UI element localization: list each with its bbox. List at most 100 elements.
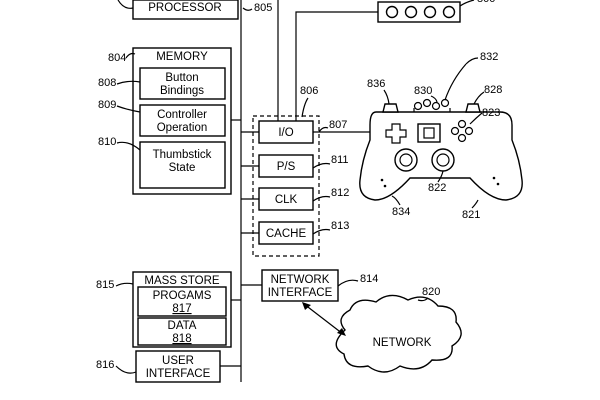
io-wire-lightbar — [295, 11, 378, 121]
button-bindings-line2: Bindings — [160, 85, 204, 97]
io-label: I/O — [278, 127, 293, 139]
bus-ref-leader — [242, 7, 253, 11]
light-bar-led-2 — [404, 5, 418, 19]
ref-815-leader — [115, 282, 134, 287]
touchpad-icon — [417, 123, 441, 143]
clk-ref-leader — [312, 195, 331, 202]
ref-836-leader — [383, 89, 390, 105]
ref-814-leader — [337, 279, 359, 287]
data-ref: 818 — [172, 333, 191, 345]
ref-822-leader — [437, 170, 444, 183]
mass-store-ref: 815 — [96, 279, 114, 291]
controller-top-right-ref: 832 — [480, 51, 498, 63]
ref-834-leader — [391, 195, 401, 206]
button-bindings-ref: 808 — [98, 77, 116, 89]
memory-ref: 804 — [108, 52, 126, 64]
touchpad-inner — [423, 127, 435, 139]
light-bar-ref: 800 — [477, 0, 495, 5]
light-bar-led-3 — [423, 5, 437, 19]
programs-block — [137, 286, 227, 317]
ref-816-leader — [115, 365, 137, 374]
grip-dot — [383, 184, 387, 188]
button-bindings-line1: Button — [165, 72, 198, 84]
dpad-icon — [385, 123, 407, 144]
thumbstick-left-ref: 834 — [392, 206, 410, 218]
network-interface-ref: 814 — [360, 273, 378, 285]
face-button-right — [464, 126, 474, 136]
clk-ref: 812 — [331, 187, 349, 199]
ref-820-leader — [417, 297, 429, 302]
io-ref-leader — [318, 126, 329, 133]
thumbstick-right-inner — [436, 153, 450, 167]
processor-block — [132, 0, 239, 20]
light-bar-ref-leader — [459, 0, 475, 7]
controller-operation-ref: 809 — [98, 99, 116, 111]
ref-823-leader — [469, 112, 483, 125]
light-bar-block — [377, 1, 461, 23]
cache-label: CACHE — [266, 228, 307, 240]
programs-ref: 817 — [172, 303, 191, 315]
programs-label: PROGAMS — [153, 290, 212, 302]
cache-ref-leader — [312, 228, 331, 235]
grip-dot — [380, 178, 384, 182]
button-bindings-leader — [116, 80, 141, 85]
network-interface-line2: INTERFACE — [268, 287, 333, 299]
memory-ref-leader — [125, 52, 136, 59]
arrowhead-down — [337, 328, 346, 336]
grip-dot — [496, 182, 500, 186]
top-indicator — [422, 98, 432, 108]
thumbstick-state-ref: 810 — [98, 136, 116, 148]
user-interface-line1: USER — [162, 355, 194, 367]
network-interface-line1: NETWORK — [271, 274, 330, 286]
face-button-left — [450, 126, 460, 136]
controller-operation-block — [139, 104, 226, 137]
controller-operation-line2: Operation — [157, 122, 208, 134]
mass-store-label: MASS STORE — [144, 275, 220, 287]
thumbstick-right — [431, 148, 455, 172]
thumbstick-state-block — [139, 141, 226, 189]
controller-operation-line1: Controller — [157, 109, 207, 121]
bus-ref: 805 — [254, 2, 272, 14]
thumbstick-left — [394, 148, 418, 172]
network-cloud — [335, 294, 462, 373]
top-indicator-stems — [413, 108, 451, 112]
light-bar-led-1 — [385, 5, 399, 19]
thumbstick-state-leader — [116, 141, 141, 151]
top-indicator — [431, 101, 441, 111]
left-shoulder-button — [382, 103, 399, 113]
face-button-bottom — [457, 133, 467, 143]
network-label: NETWORK — [373, 337, 432, 349]
processor-label: PROCESSOR — [148, 2, 222, 14]
controller-center-ref: 830 — [414, 85, 432, 97]
network-link — [303, 303, 344, 335]
support-ref: 806 — [300, 85, 318, 97]
network-ref: 820 — [422, 286, 440, 298]
game-controller — [359, 63, 523, 201]
data-block — [137, 317, 227, 346]
clk-label: CLK — [275, 194, 298, 206]
right-shoulder-button — [465, 103, 481, 113]
controller-face-buttons-ref: 823 — [482, 107, 500, 119]
arrowhead-up — [302, 302, 311, 310]
user-interface-block — [135, 350, 221, 383]
data-label: DATA — [168, 320, 197, 332]
top-indicator — [413, 101, 423, 111]
light-bar-led-4 — [442, 5, 456, 19]
cache-ref: 813 — [331, 220, 349, 232]
thumbstick-left-inner — [399, 153, 413, 167]
network-interface-block — [261, 269, 339, 302]
top-indicator — [440, 98, 450, 108]
io-ref: 807 — [329, 119, 347, 131]
thumbstick-right-ref: 822 — [428, 182, 446, 194]
ref-821-leader — [471, 199, 479, 209]
ps-ref-leader — [312, 162, 331, 169]
support-ref-leader — [301, 97, 309, 118]
memory-label: MEMORY — [156, 51, 208, 63]
controller-cable — [444, 63, 467, 101]
controller-left-button-ref: 836 — [367, 78, 385, 90]
processor-leader — [117, 0, 134, 9]
ref-830-leader — [430, 95, 438, 103]
button-bindings-block — [139, 67, 226, 100]
thumbstick-state-line1: Thumbstick — [153, 149, 212, 161]
